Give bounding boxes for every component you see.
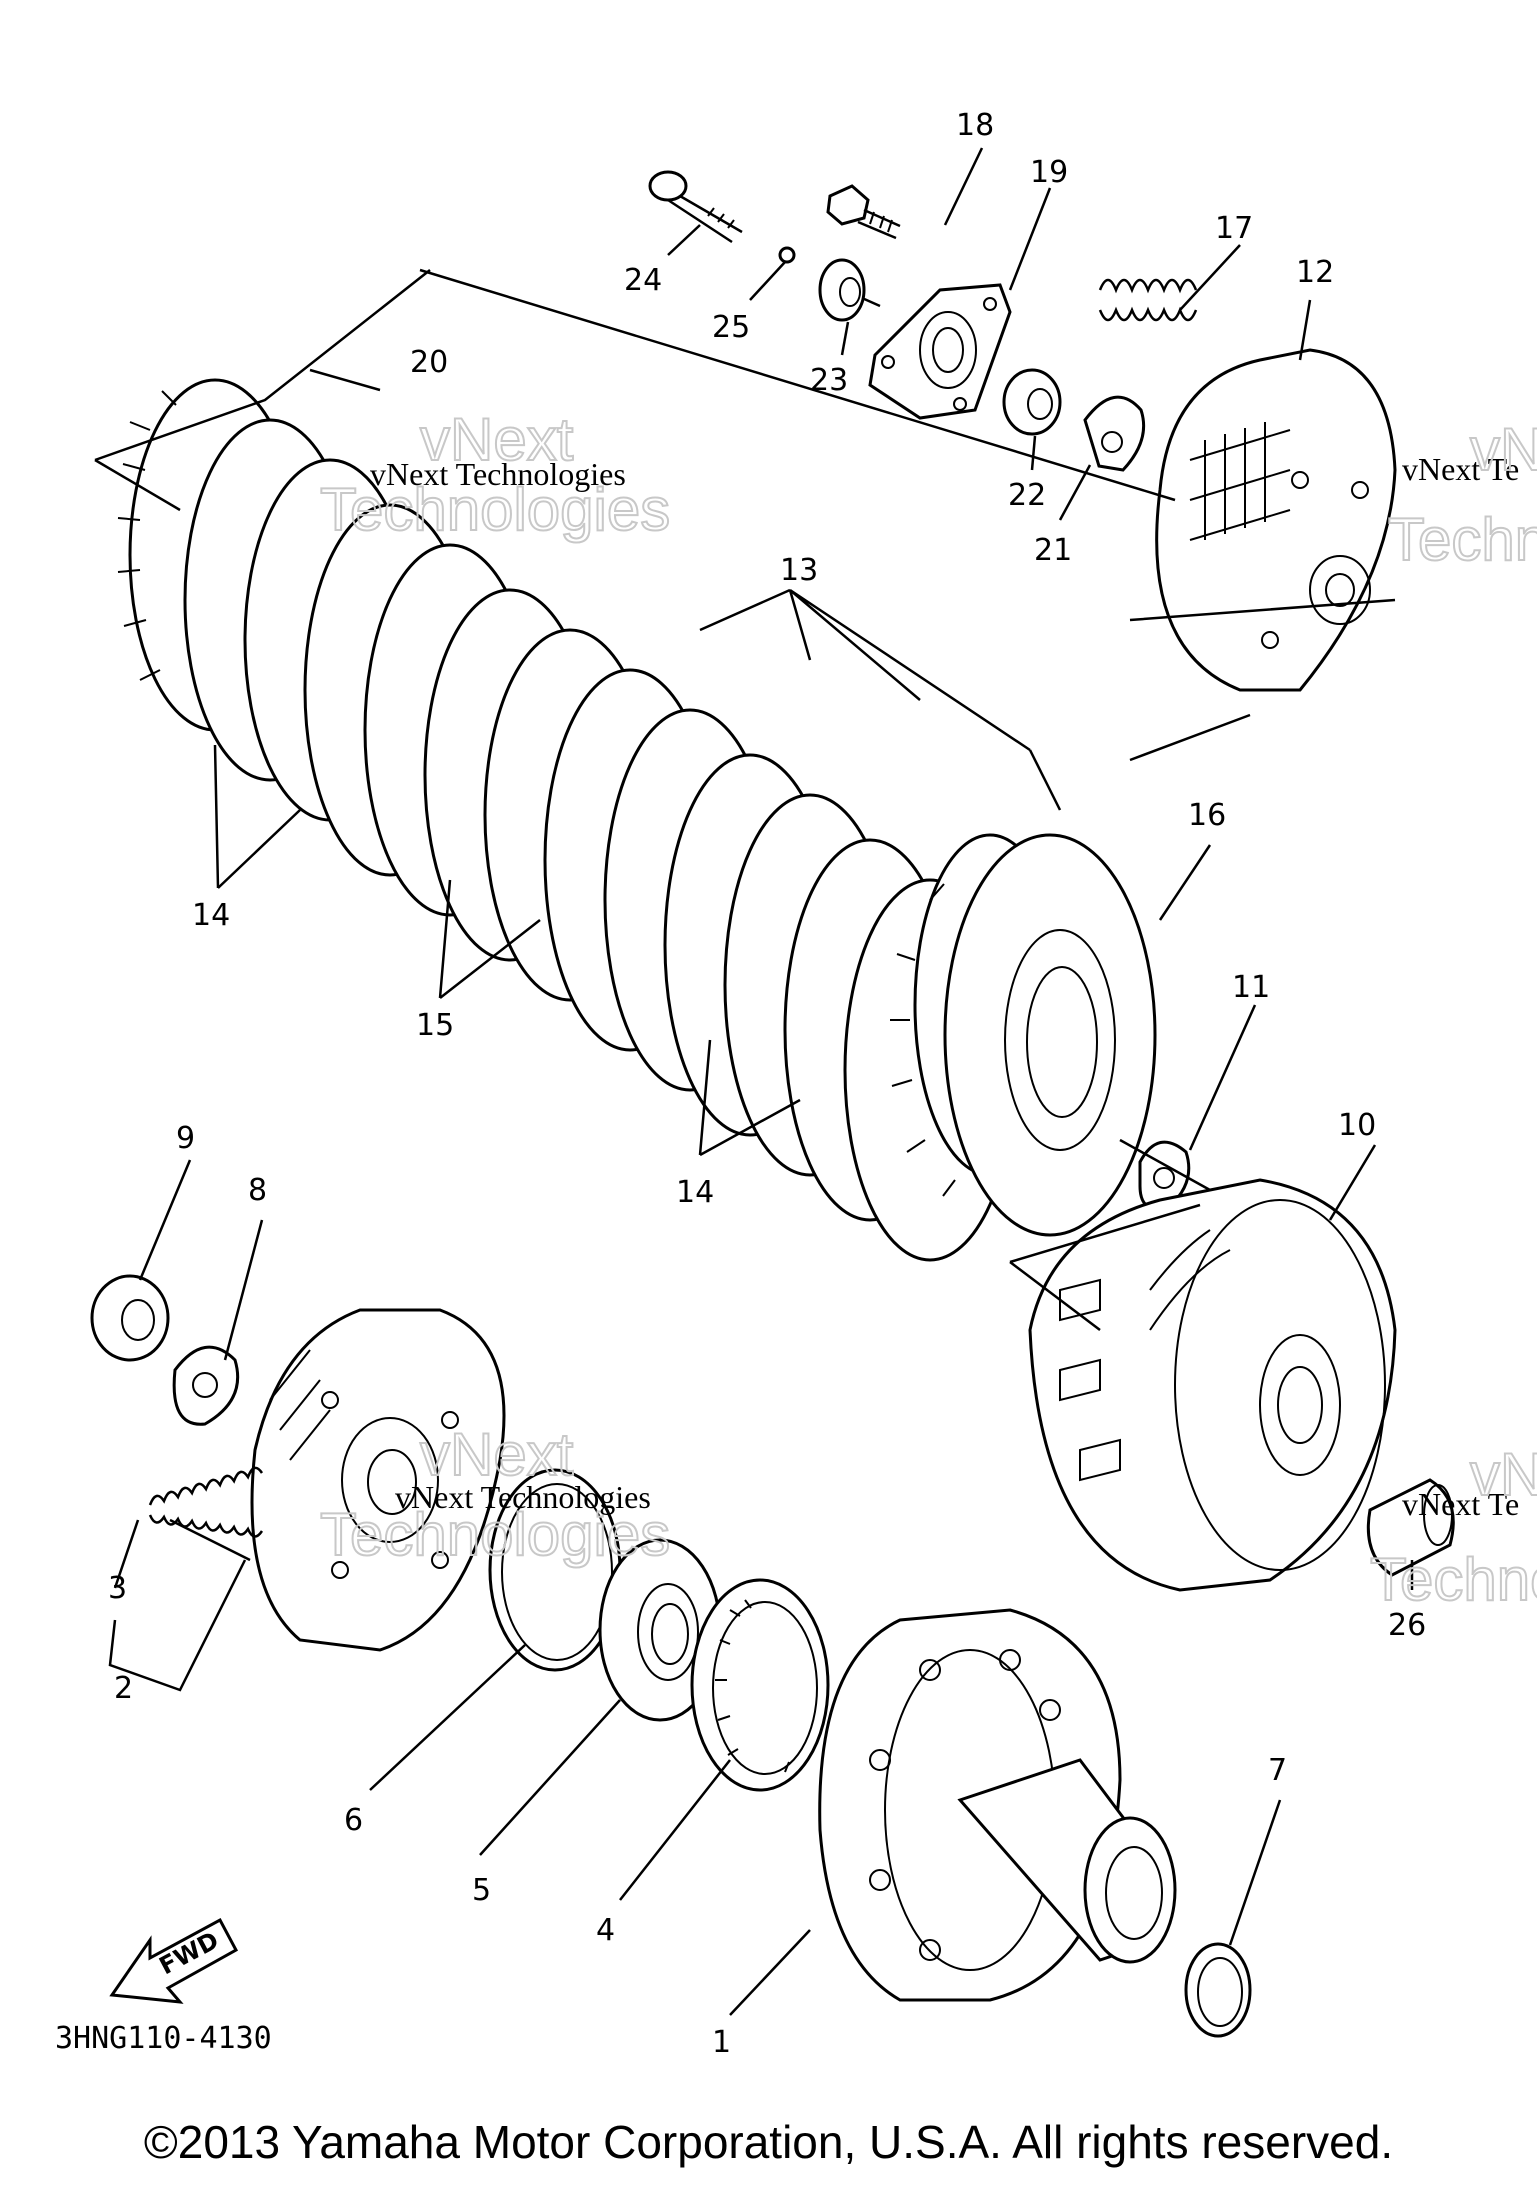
part-23-bearing	[818, 258, 881, 322]
watermark-edge-6: vN	[1470, 1441, 1537, 1508]
watermark-big-2a: vNext	[420, 1421, 574, 1488]
part-24-bolt	[648, 170, 743, 244]
part-19-plate	[868, 283, 1012, 420]
callout-7: 7	[1268, 1753, 1287, 1788]
watermark-line-1: vNext Technologies	[370, 456, 626, 492]
callout-14-lower: 14	[676, 1175, 714, 1210]
callout-26: 26	[1388, 1608, 1426, 1643]
callout-21: 21	[1034, 533, 1072, 568]
callout-2: 2	[114, 1671, 133, 1706]
watermark-line-2: vNext Technologies	[395, 1479, 651, 1515]
callout-17: 17	[1215, 211, 1253, 246]
watermark-edge-3: vN	[1470, 416, 1537, 483]
callout-12: 12	[1296, 255, 1334, 290]
callout-23: 23	[810, 363, 848, 398]
part-2-carrier-assembly	[250, 1308, 506, 1652]
part-8-washer	[172, 1345, 240, 1426]
watermark-edge-4: vNext Te	[1402, 1486, 1519, 1522]
callout-25: 25	[712, 310, 750, 345]
part-5-bearing	[598, 1538, 722, 1722]
watermark-edge-2: Techno	[1388, 506, 1537, 573]
copyright-notice: ©2013 Yamaha Motor Corporation, U.S.A. A…	[143, 2116, 1394, 2168]
part-9-nut	[90, 1274, 170, 1362]
clutch-plate-stack	[117, 378, 1067, 1262]
part-18-bolt	[826, 184, 901, 240]
callout-15: 15	[416, 1008, 454, 1043]
part-22-nut	[1002, 368, 1062, 436]
callout-16: 16	[1188, 798, 1226, 833]
callout-14-upper: 14	[192, 898, 230, 933]
callout-18: 18	[956, 108, 994, 143]
callout-11: 11	[1232, 970, 1270, 1005]
diagram-code: 3HNG110-4130	[55, 2021, 272, 2056]
part-26-collar	[1366, 1478, 1455, 1577]
watermark-big-1a: vNext	[420, 406, 574, 473]
part-4-one-way-clutch	[690, 1578, 830, 1792]
forward-arrow-icon: FWD	[109, 1917, 239, 2004]
watermark-big-2b: Technologies	[320, 1501, 670, 1568]
callout-13: 13	[780, 553, 818, 588]
callout-4: 4	[596, 1913, 615, 1948]
watermark-big-1b: Technologies	[320, 476, 670, 543]
callout-24: 24	[624, 263, 662, 298]
watermark-edge-5: Techno	[1370, 1546, 1537, 1613]
callout-6: 6	[344, 1803, 363, 1838]
leader-lines	[94, 147, 1414, 2016]
callout-20: 20	[410, 345, 448, 380]
watermark-edge-1: vNext Te	[1402, 451, 1519, 487]
callout-10: 10	[1338, 1108, 1376, 1143]
callout-3: 3	[108, 1571, 127, 1606]
callout-9: 9	[176, 1121, 195, 1156]
part-17-spring	[1098, 278, 1198, 322]
callout-19: 19	[1030, 155, 1068, 190]
part-1-clutch-housing	[818, 1608, 1177, 2002]
callout-5: 5	[472, 1873, 491, 1908]
part-16-pressure-plate	[943, 833, 1157, 1237]
watermarks: vNext Technologies vNext Technologies vN…	[319, 405, 1537, 1614]
callout-8: 8	[248, 1173, 267, 1208]
part-3-spring	[148, 1466, 264, 1538]
callout-labels: 1 2 3 4 5 6 7 8 9 10 11 12 13 14 14 15 1…	[108, 108, 1426, 2060]
part-12-housing	[1155, 348, 1397, 692]
callout-1: 1	[712, 2025, 731, 2060]
part-7-washer	[1184, 1942, 1252, 2038]
callout-22: 22	[1008, 478, 1046, 513]
part-10-clutch-basket	[1028, 1178, 1397, 1592]
part-25-ball	[778, 246, 796, 264]
part-21-washer	[1083, 395, 1146, 472]
